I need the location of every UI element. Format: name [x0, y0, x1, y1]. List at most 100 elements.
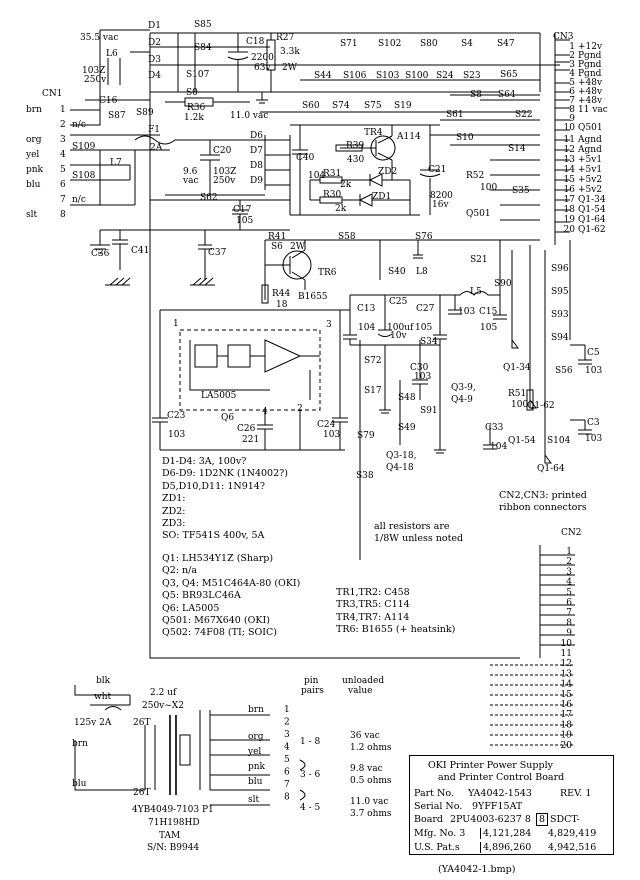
label-c18: C18 [246, 37, 265, 47]
parts-note: D1-D4: 3A, 100v? [162, 456, 247, 467]
tr-pair: 3 - 6 [300, 770, 320, 780]
tr-coil-top: 26T [133, 718, 150, 728]
cn3-pin-number: 18 [564, 205, 576, 215]
label-c2200: 2200 [251, 53, 274, 63]
cn3-pin-number: 6 [569, 87, 575, 97]
label-s87: S87 [108, 111, 126, 121]
cn2-pin-number: 7 [566, 608, 572, 618]
ic-notes: Q1: LH534Y1Z (Sharp) Q2: n/a Q3, Q4: M51… [162, 553, 300, 640]
label-c3: C3 [587, 418, 600, 428]
tr-pin-head: pairs [301, 686, 324, 696]
cn1-pin-wire: blu [26, 180, 41, 190]
tr-pin-number: 6 [284, 768, 290, 778]
cn3-pin-signal: Pgnd [578, 60, 602, 70]
title-line-2: and Printer Control Board [438, 772, 565, 783]
parts-note: SO: TF541S 400v, 5A [162, 530, 265, 542]
cn3-pin-signal: Q1-34 [578, 195, 606, 205]
label-s109: S109 [72, 142, 96, 152]
tr-pair-voltage: 9.8 vac [350, 764, 383, 774]
label-c105: 105 [236, 216, 253, 226]
tr-mfr: TAM [159, 831, 180, 841]
label-c104: 104 [308, 171, 325, 181]
label-v96: 9.6 [183, 167, 198, 177]
cn1-pin-number: 4 [60, 150, 66, 160]
revision: REV. 1 [560, 788, 592, 799]
label-r100: 100 [480, 183, 497, 193]
cn3-pin-signal: +48v [578, 96, 603, 106]
label-s19: S19 [394, 101, 412, 111]
label-c250: 250v [84, 75, 107, 85]
cn2-pin-number: 18 [561, 720, 573, 730]
cn3-pin-signal: Agnd [577, 145, 602, 155]
cn2-pin-number: 8 [566, 618, 572, 628]
ic-note: Q502: 74F08 (TI; SOIC) [162, 627, 277, 639]
cn2-pin-number: 20 [561, 741, 573, 751]
serial-label: Serial No. [414, 801, 463, 812]
cn3-pin-signal: +5v1 [578, 155, 602, 165]
label-zd2: ZD2 [378, 167, 397, 177]
label-d9: D9 [250, 176, 263, 186]
label-s22: S22 [515, 110, 533, 120]
label-q154: Q1-54 [508, 436, 536, 446]
resistor-note: all resistors are 1/8W unless noted [374, 521, 463, 546]
label-c63: 63v [254, 63, 271, 73]
cn3-pin-signal: Pgnd [578, 69, 602, 79]
part-label: Part No. [414, 788, 454, 799]
cn3-pin-number: 5 [569, 78, 575, 88]
cn3-pin-signal: +5v2 [578, 175, 602, 185]
tr-wire-brn: brn [248, 705, 264, 715]
part-number: YA4042-1543 [468, 788, 532, 799]
label-c1032: 103Z [82, 66, 105, 76]
cn3-pin-number: 16 [564, 185, 576, 195]
tr-pair: 1 - 8 [300, 737, 320, 747]
label-tr4: TR4 [364, 128, 383, 138]
label-p4: 4 [262, 407, 268, 417]
cn3-pin-signal: +12v [578, 42, 603, 52]
label-c37: C37 [208, 248, 227, 258]
cn3-title: CN3 [553, 32, 574, 42]
cn2-pin-number: 3 [566, 567, 572, 577]
tr-note: TR6: B1655 (+ heatsink) [336, 624, 456, 636]
label-s61: S61 [446, 110, 464, 120]
label-s74: S74 [332, 101, 350, 111]
label-r51: R51 [508, 389, 526, 399]
label-s71: S71 [340, 39, 358, 49]
ic-note: Q1: LH534Y1Z (Sharp) [162, 553, 274, 564]
label-r41: R41 [268, 232, 286, 242]
label-tr6: TR6 [318, 268, 337, 278]
cn1-pin-number: 1 [60, 105, 66, 115]
label-la5005: LA5005 [201, 391, 237, 401]
label-s85: S85 [194, 20, 212, 30]
label-c221: 221 [242, 435, 259, 445]
cn3-pin-signal: Q1-62 [578, 225, 606, 235]
tr-coil-bottom: 26T [133, 788, 150, 798]
cn3-pin-signal: Q1-54 [578, 205, 606, 215]
label-s107: S107 [186, 70, 210, 80]
cn3-pin-number: 13 [564, 155, 576, 165]
tr-cap1: 2.2 uf [150, 688, 177, 698]
cn2-pin-number: 17 [561, 710, 573, 720]
parts-note: ZD3: [162, 517, 186, 529]
tr-pin-number: 3 [284, 730, 290, 740]
label-s104: S104 [547, 436, 571, 446]
cn2-pin-number: 1 [566, 547, 572, 557]
label-r30: R30 [323, 190, 342, 200]
label-s108: S108 [72, 171, 96, 181]
resistor-note-line: 1/8W unless noted [374, 533, 464, 545]
tr-pin-number: 8 [284, 793, 290, 803]
label-c105b: 105 [415, 323, 432, 333]
parts-note: D5,D10,D11: 1N914? [162, 480, 265, 492]
board-box: 8 [536, 813, 549, 826]
label-r2k2: 2k [335, 204, 347, 214]
cn1-title: CN1 [42, 89, 63, 99]
tr-pair-resistance: 3.7 ohms [350, 809, 392, 819]
tr-pair-voltage: 11.0 vac [350, 797, 388, 807]
cn2-pin-number: 6 [566, 598, 572, 608]
resistor-note-line: all resistors are [374, 521, 450, 532]
label-c13: C13 [357, 304, 376, 314]
tr-pin-number: 5 [284, 755, 290, 765]
label-d7: D7 [250, 146, 263, 156]
ic-note: Q2: n/a [162, 565, 198, 577]
